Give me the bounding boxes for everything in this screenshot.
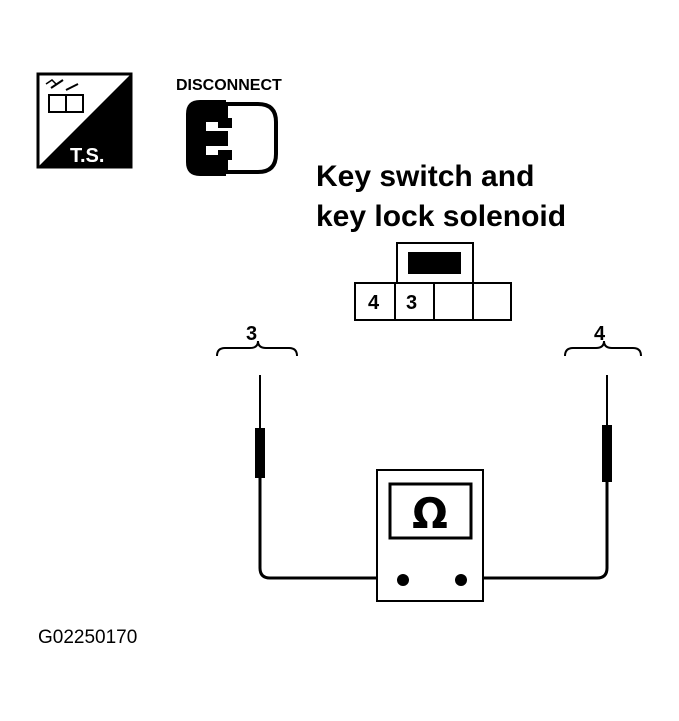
figure-id: G02250170 bbox=[38, 627, 137, 648]
ts-label: T.S. bbox=[70, 145, 104, 167]
left-probe: 3 bbox=[216, 323, 398, 580]
right-probe-label: 4 bbox=[594, 323, 606, 345]
disconnect-connector-icon bbox=[186, 100, 278, 176]
right-probe: 4 bbox=[466, 323, 642, 580]
ohmmeter-display bbox=[388, 482, 473, 540]
left-probe-label: 3 bbox=[246, 323, 257, 345]
ohm-symbol-icon: Ω bbox=[412, 489, 448, 538]
connector-face: 4 3 bbox=[354, 242, 512, 321]
component-name-line1: Key switch and bbox=[316, 160, 534, 193]
connector-pin-4: 4 bbox=[368, 292, 380, 314]
component-name-line2: key lock solenoid bbox=[316, 200, 566, 233]
meter-terminal-right bbox=[455, 574, 467, 586]
connector-pin-3: 3 bbox=[406, 292, 417, 314]
meter-terminal-left bbox=[397, 574, 409, 586]
connector-small-icon bbox=[45, 79, 84, 113]
ohmmeter: Ω bbox=[376, 469, 484, 602]
ts-badge: T.S. bbox=[36, 72, 133, 169]
disconnect-label: DISCONNECT bbox=[176, 77, 282, 94]
